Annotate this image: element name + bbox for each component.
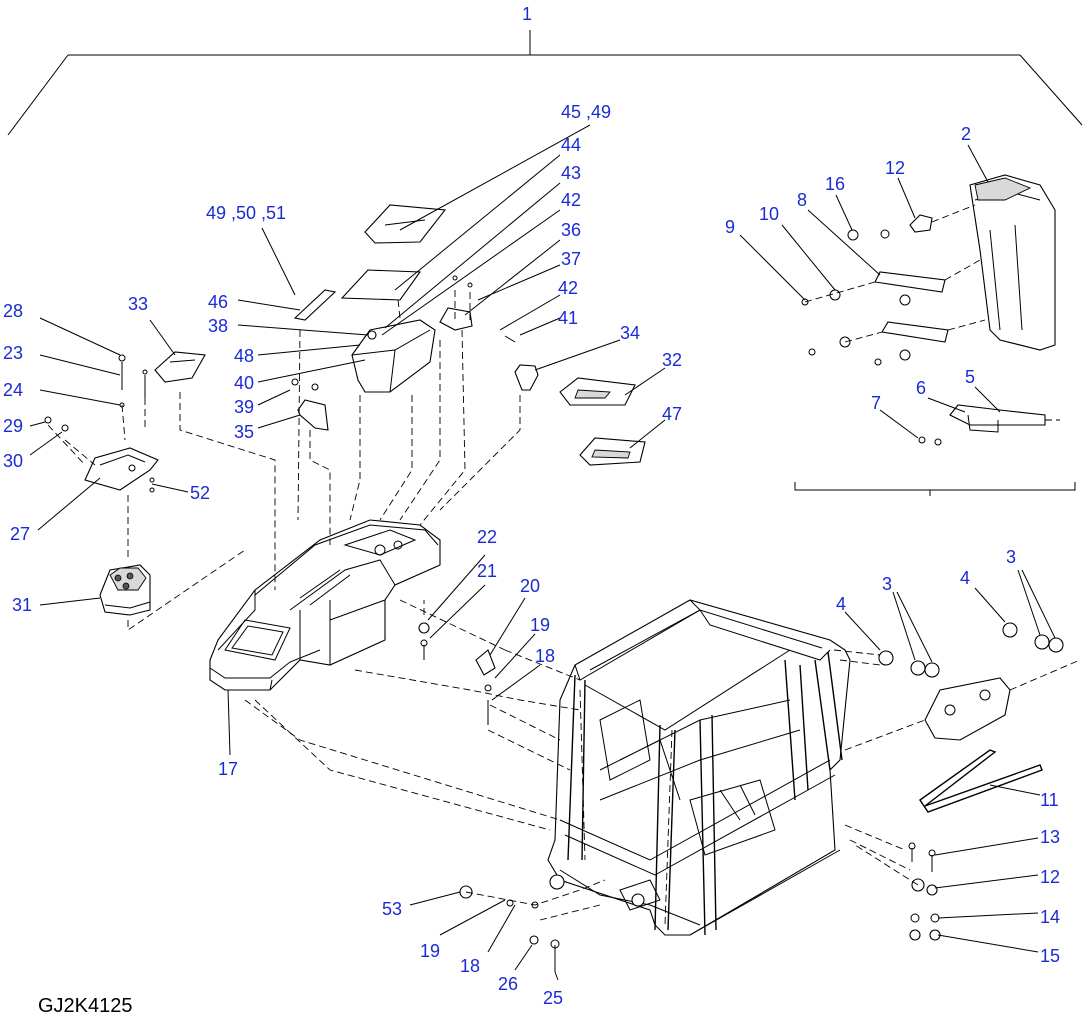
step-bracket xyxy=(924,677,1011,741)
label-26: 26 xyxy=(498,974,518,994)
mirror-assembly xyxy=(874,174,1056,433)
label-3: 3 xyxy=(1006,547,1016,567)
tray-47 xyxy=(579,437,646,466)
panel-44 xyxy=(340,269,422,301)
panel-32 xyxy=(559,377,636,406)
assembly-bracket xyxy=(7,30,1083,136)
label-36: 36 xyxy=(561,220,581,240)
label-45-49: 45 ,49 xyxy=(561,102,611,122)
bracket-35 xyxy=(297,399,329,431)
label-39: 39 xyxy=(234,397,254,417)
label-38: 38 xyxy=(208,316,228,336)
label-22: 20 xyxy=(520,576,540,596)
label-14: 14 xyxy=(1040,907,1060,927)
label-37: 37 xyxy=(561,249,581,269)
label-18: 18 xyxy=(460,956,480,976)
label-46: 46 xyxy=(208,292,228,312)
socket-34 xyxy=(514,364,539,391)
label-7: 7 xyxy=(871,393,881,413)
plate-46 xyxy=(293,289,337,321)
label-24: 22 xyxy=(477,527,497,547)
cab-frame xyxy=(547,599,851,936)
label-42: 42 xyxy=(558,278,578,298)
label-15: 15 xyxy=(1040,946,1060,966)
label-35: 35 xyxy=(234,422,254,442)
label-10: 10 xyxy=(759,204,779,224)
label-25: 25 xyxy=(543,988,563,1008)
switch-33 xyxy=(154,351,206,383)
label-53: 53 xyxy=(382,899,402,919)
label-40: 40 xyxy=(234,373,254,393)
label-5: 5 xyxy=(965,367,975,387)
label-17: 17 xyxy=(218,759,238,779)
label-52: 52 xyxy=(190,483,210,503)
label-30: 30 xyxy=(3,451,23,471)
label-20: 23 xyxy=(3,343,23,363)
label-11: 11 xyxy=(1040,790,1059,810)
label-49-50-51: 49 ,50 ,51 xyxy=(206,203,286,223)
label-19: 19 xyxy=(530,615,550,635)
bracket-36 xyxy=(439,307,473,331)
label-12: 12 xyxy=(1040,867,1060,887)
label-48: 48 xyxy=(234,346,254,366)
label-29: 29 xyxy=(3,416,23,436)
pad-45 xyxy=(364,204,447,244)
seal-strip xyxy=(919,749,1043,813)
cover-plate xyxy=(84,447,159,491)
fasteners xyxy=(44,229,1064,972)
label-34: 34 xyxy=(620,323,640,343)
label-9: 9 xyxy=(725,217,735,237)
label-28: 28 xyxy=(3,301,23,321)
label-42: 42 xyxy=(561,190,581,210)
label-4: 4 xyxy=(960,568,970,588)
label-23: 21 xyxy=(477,561,497,581)
box-48 xyxy=(351,319,436,393)
label-43: 43 xyxy=(561,163,581,183)
label-4: 4 xyxy=(836,594,846,614)
label-33: 33 xyxy=(128,294,148,314)
diagram-code: GJ2K4125 xyxy=(38,995,133,1017)
console-housing xyxy=(209,519,441,691)
label-21: 24 xyxy=(3,380,23,400)
label-19: 19 xyxy=(420,941,440,961)
label-27: 27 xyxy=(10,524,30,544)
label-16: 16 xyxy=(825,174,845,194)
group-bracket xyxy=(794,482,1076,496)
leader-lines xyxy=(29,124,1056,981)
label-13: 13 xyxy=(1040,827,1060,847)
label-1: 1 xyxy=(522,4,532,24)
callout-labels: 1 2 3 3 4 4 5 6 7 8 9 10 11 12 12 13 14 … xyxy=(3,4,1060,1008)
assembly-lines xyxy=(47,204,1081,921)
label-31: 31 xyxy=(12,595,32,615)
label-32: 32 xyxy=(662,350,682,370)
label-8: 8 xyxy=(797,190,807,210)
label-2: 2 xyxy=(961,124,971,144)
label-47: 47 xyxy=(662,404,682,424)
label-18: 18 xyxy=(535,646,555,666)
label-44: 44 xyxy=(561,135,581,155)
label-41: 41 xyxy=(558,308,578,328)
label-3: 3 xyxy=(882,574,892,594)
control-box xyxy=(99,564,151,616)
label-12: 12 xyxy=(885,158,905,178)
label-6: 6 xyxy=(916,378,926,398)
